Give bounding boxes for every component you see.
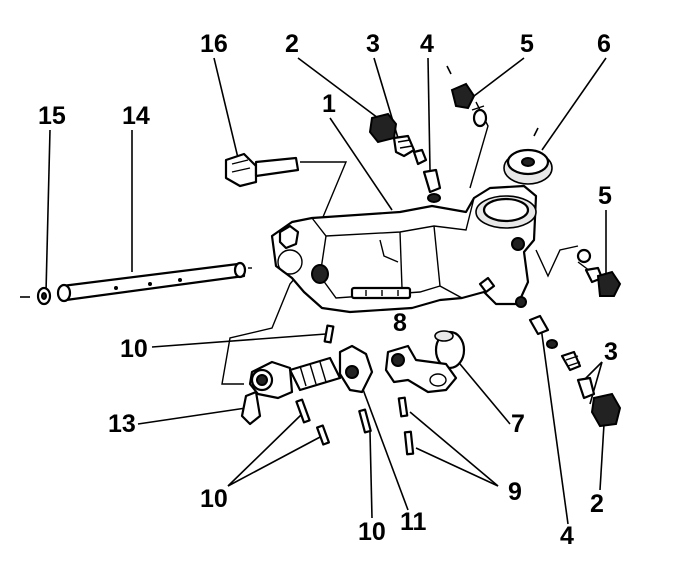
callout-4-top: 4 [420, 30, 434, 58]
callout-5-top: 5 [520, 30, 534, 58]
linkage-assembly [240, 344, 374, 426]
callout-3-right: 3 [604, 338, 618, 366]
retaining-clip [36, 286, 52, 306]
callout-14: 14 [122, 102, 150, 130]
callout-10-bottom-left: 10 [200, 485, 228, 513]
callout-5-right: 5 [598, 182, 612, 210]
callout-15: 15 [38, 102, 66, 130]
shaft [56, 261, 247, 303]
lower-right-fitting-stack [528, 314, 622, 428]
callout-10-top: 10 [120, 335, 148, 363]
callout-3-top: 3 [366, 30, 380, 58]
pins [397, 396, 415, 456]
callout-7: 7 [511, 410, 525, 438]
callout-2-bottom: 2 [590, 490, 604, 518]
callout-6: 6 [597, 30, 611, 58]
hose-fitting [224, 152, 300, 188]
callout-4-bottom: 4 [560, 522, 574, 550]
callout-10-bottom: 10 [358, 518, 386, 546]
upper-right-fitting [450, 82, 488, 128]
upper-fitting-stack [368, 112, 442, 203]
right-fitting [576, 248, 622, 297]
bracket [384, 344, 458, 394]
cover-cap [503, 148, 553, 185]
callout-11: 11 [400, 508, 427, 536]
callout-9: 9 [508, 478, 522, 506]
callout-13: 13 [108, 410, 136, 438]
callout-8: 8 [393, 309, 407, 337]
roll-pins [295, 324, 372, 446]
callout-2-top: 2 [285, 30, 299, 58]
leader-lines [20, 57, 607, 525]
steering-gear-housing [270, 184, 538, 314]
callout-16: 16 [200, 30, 228, 58]
callout-1: 1 [322, 90, 336, 118]
